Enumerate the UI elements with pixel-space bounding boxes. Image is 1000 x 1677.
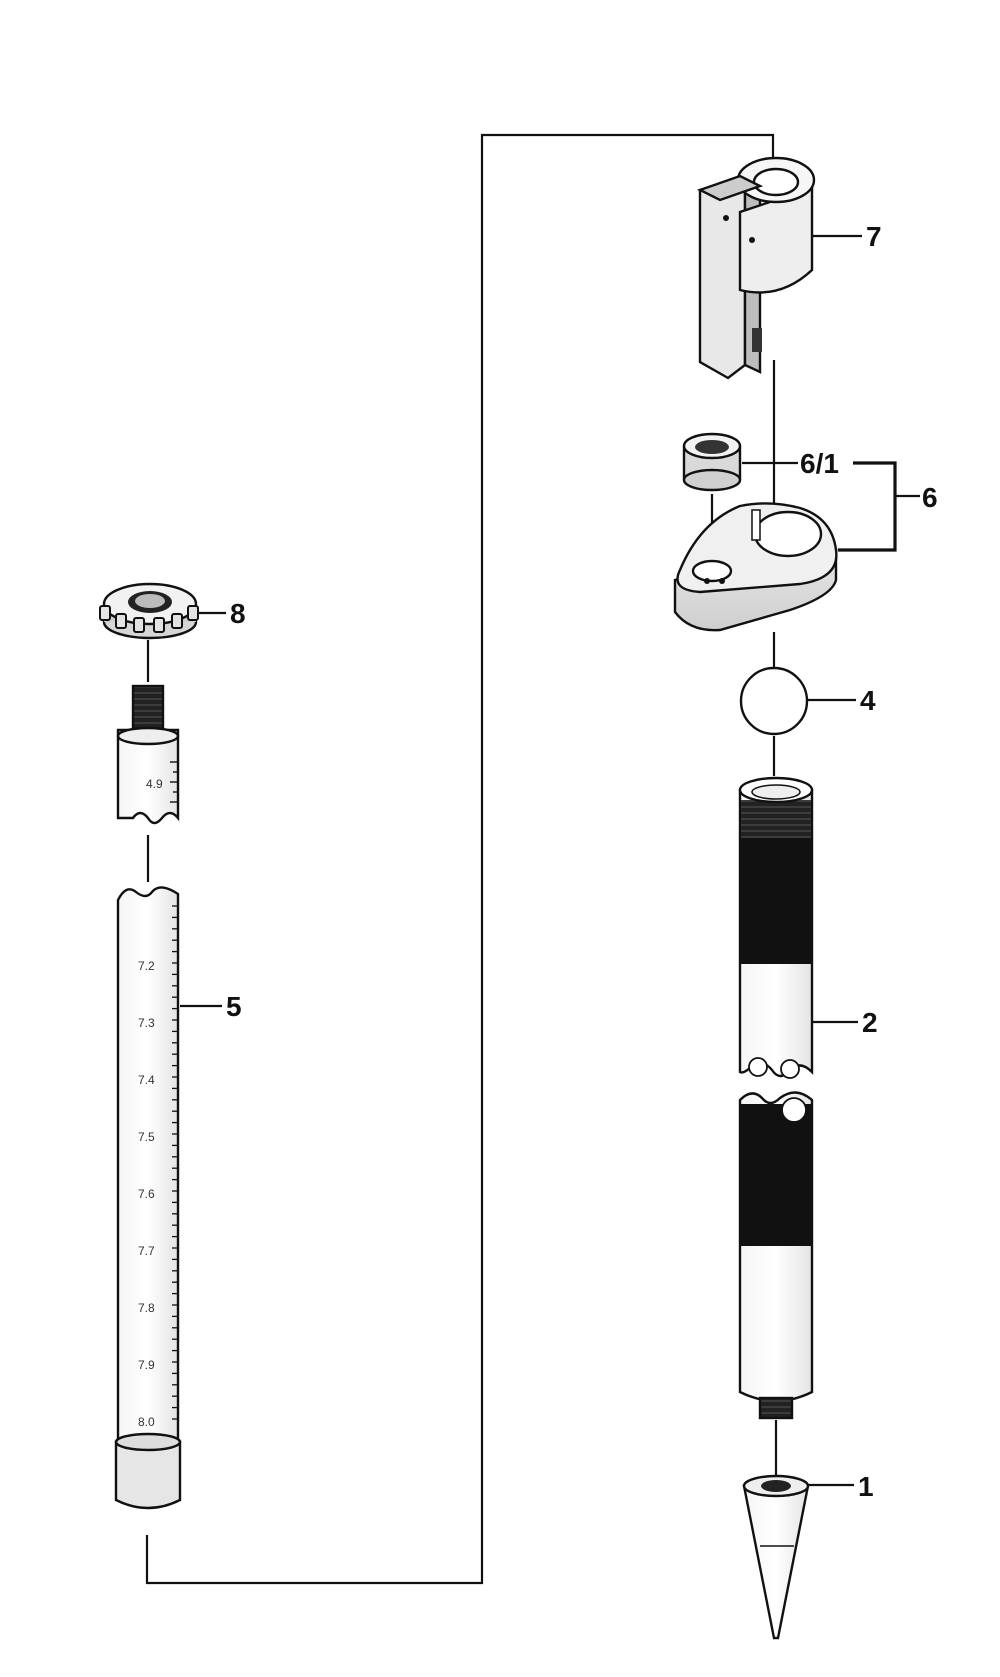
rod-tick-marks	[172, 905, 178, 1420]
rod-scale-label: 7.6	[138, 1187, 155, 1201]
callout-part-8: 8	[230, 598, 246, 629]
part-5-graduated-rod: 7.2 7.3 7.4 7.5 7.6 7.7 7.8 7.9 8.0	[114, 886, 182, 1510]
part-6-1-bushing	[682, 432, 742, 492]
bracket-part-6	[838, 461, 897, 552]
rod-scale-label: 7.3	[138, 1016, 155, 1030]
part-5-upper-section: 4.9	[116, 684, 180, 825]
part-8-knurled-nut	[99, 582, 199, 640]
rod-scale-label: 7.5	[138, 1130, 155, 1144]
rod-scale-label: 7.2	[138, 959, 155, 973]
callout-part-1: 1	[858, 1471, 874, 1502]
rod-scale-label: 7.7	[138, 1244, 155, 1258]
rod-scale-label: 7.9	[138, 1358, 155, 1372]
callout-part-7: 7	[866, 221, 882, 252]
scale-label-4-9: 4.9	[146, 777, 163, 791]
part-4-ball	[739, 666, 809, 736]
callout-part-6-1: 6/1	[800, 448, 839, 479]
rod-scale-label: 7.8	[138, 1301, 155, 1315]
callout-part-4: 4	[860, 685, 876, 716]
rod-scale-label: 8.0	[138, 1415, 155, 1429]
part-6-base-plate	[673, 502, 838, 632]
callout-part-5: 5	[226, 991, 242, 1022]
part-7-head-bracket	[696, 156, 816, 380]
callout-part-6: 6	[922, 482, 938, 513]
rod-scale-labels: 7.2 7.3 7.4 7.5 7.6 7.7 7.8 7.9 8.0	[138, 959, 155, 1429]
part-1-point-tip	[742, 1474, 810, 1640]
rod-scale-label: 7.4	[138, 1073, 155, 1087]
callout-part-2: 2	[862, 1007, 878, 1038]
part-2-main-rod	[738, 776, 814, 1420]
assembly-connector-line	[145, 133, 775, 1585]
